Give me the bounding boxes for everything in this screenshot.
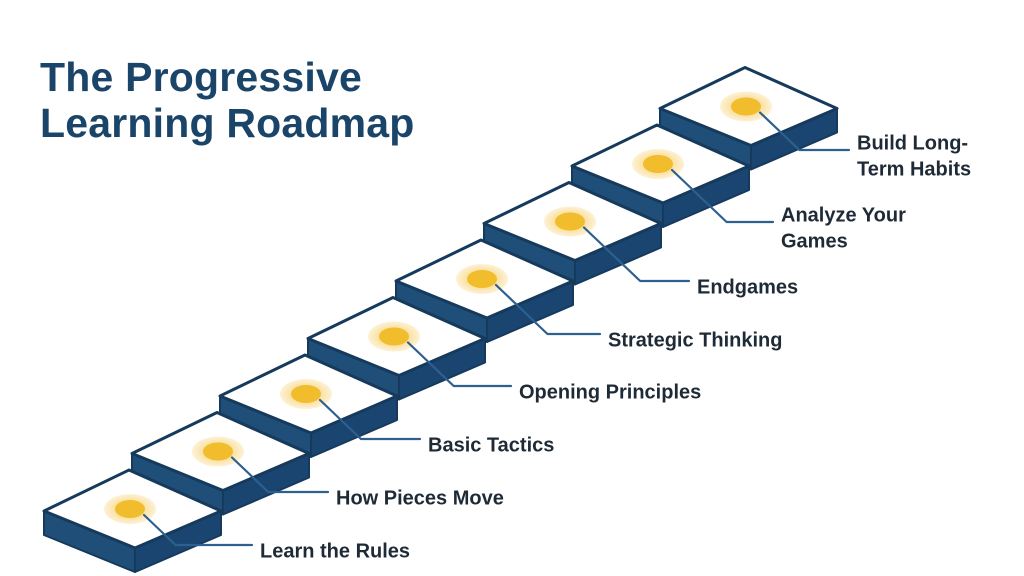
step-dot <box>643 155 673 173</box>
step-label-2-line-1: How Pieces Move <box>336 487 504 509</box>
step-label-4-line-1: Opening Principles <box>519 381 701 403</box>
step-connector-3 <box>318 398 422 441</box>
step-3 <box>218 353 399 458</box>
step-connector-6 <box>582 226 691 283</box>
step-dot <box>203 442 233 461</box>
step-5 <box>394 238 575 343</box>
step-dot <box>555 212 585 231</box>
title-line-2: Learning Roadmap <box>40 100 415 146</box>
step-connector-1 <box>142 513 254 547</box>
step-connector-4 <box>406 341 513 388</box>
step-connector-5 <box>494 283 602 336</box>
step-connector-7 <box>670 168 775 224</box>
step-dot <box>115 500 145 518</box>
step-label-7-line-2: Games <box>781 230 848 252</box>
title-line-1: The Progressive <box>40 54 363 100</box>
step-label-8-line-1: Build Long- <box>857 132 968 154</box>
step-4 <box>306 296 487 401</box>
step-dot <box>291 385 321 403</box>
step-label-7-line-1: Analyze Your <box>781 204 906 226</box>
step-label-8-line-2: Term Habits <box>857 158 971 180</box>
page-title: The Progressive Learning Roadmap <box>40 54 415 146</box>
step-2 <box>130 411 311 516</box>
step-connector-8 <box>758 111 851 152</box>
step-label-5-line-1: Strategic Thinking <box>608 329 782 351</box>
step-connector-2 <box>230 456 330 494</box>
step-dot <box>379 327 409 346</box>
step-7 <box>570 123 751 228</box>
step-label-1-line-1: Learn the Rules <box>260 540 410 562</box>
step-8 <box>658 66 839 171</box>
step-label-3-line-1: Basic Tactics <box>428 434 554 456</box>
step-label-6-line-1: Endgames <box>697 276 798 298</box>
step-dot <box>467 270 497 288</box>
step-6 <box>482 181 663 286</box>
step-1 <box>42 468 223 573</box>
step-dot <box>731 97 761 116</box>
